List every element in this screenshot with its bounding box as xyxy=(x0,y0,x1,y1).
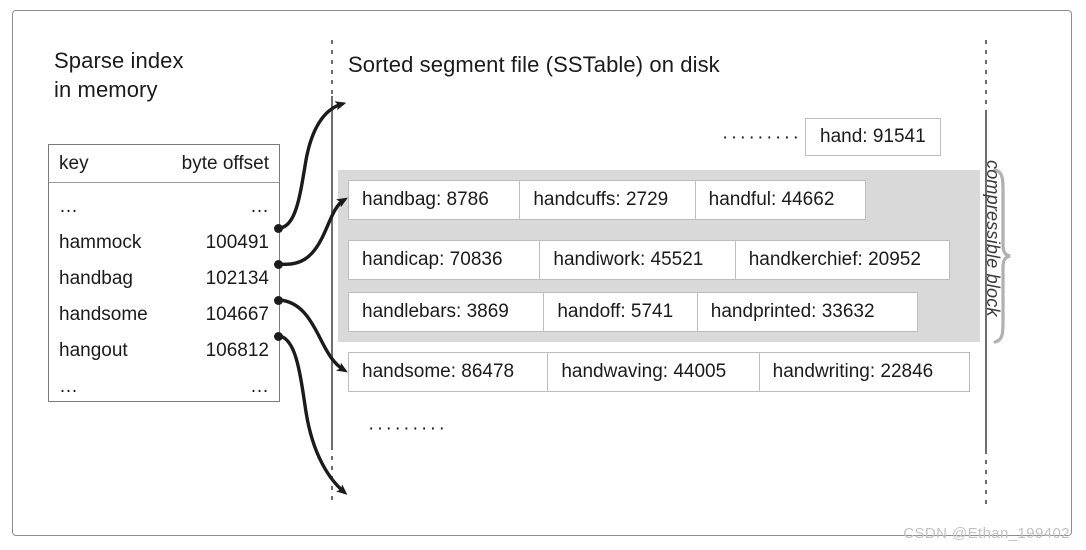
offset-anchor-hammock xyxy=(274,224,283,233)
column-header-key: key xyxy=(59,152,89,174)
cell-byte-offset: 102134 xyxy=(205,268,269,289)
offset-anchor-handbag xyxy=(274,260,283,269)
cell-byte-offset: 106812 xyxy=(205,340,269,361)
offset-anchor-hangout xyxy=(274,332,283,341)
sparse-index-title-line1: Sparse index xyxy=(54,48,184,73)
table-row: handbag 102134 xyxy=(49,261,279,297)
table-row: …… xyxy=(49,369,279,405)
cell-byte-offset: … xyxy=(250,376,269,397)
sparse-index-title: Sparse index in memory xyxy=(54,46,314,104)
offset-anchor-handsome xyxy=(274,296,283,305)
cell-key: … xyxy=(59,196,78,217)
cell-key: handbag xyxy=(59,268,133,289)
table-row: hangout 106812 xyxy=(49,333,279,369)
sstable-cell: handiwork: 45521 xyxy=(540,241,736,279)
cell-key: hammock xyxy=(59,232,142,253)
table-row: …… xyxy=(49,189,279,225)
cell-key: handsome xyxy=(59,304,148,325)
sstable-cell: handprinted: 33632 xyxy=(710,301,875,322)
sstable-cell: handsome: 86478 xyxy=(349,353,549,391)
cell-key: hangout xyxy=(59,340,128,361)
table-row: handsome 104667 xyxy=(49,297,279,333)
sstable-entry-hand: hand: 91541 xyxy=(805,118,941,156)
table-header-row: key byte offset xyxy=(49,145,279,183)
sstable-cell: handicap: 70836 xyxy=(349,241,541,279)
watermark: CSDN @Ethan_199402 xyxy=(903,525,1070,542)
table-row: hammock 100491 xyxy=(49,225,279,261)
bottom-ellipsis: ········· xyxy=(368,418,448,439)
sstable-cell: handwriting: 22846 xyxy=(772,361,934,382)
sstable-cell: handful: 44662 xyxy=(708,189,835,210)
top-ellipsis: ········· xyxy=(722,127,802,148)
sstable-cell: handcuffs: 2729 xyxy=(520,181,696,219)
sstable-cell: handoff: 5741 xyxy=(544,293,698,331)
sstable-cell: handwaving: 44005 xyxy=(548,353,760,391)
sstable-cell: handbag: 8786 xyxy=(349,181,521,219)
cell-byte-offset: 100491 xyxy=(205,232,269,253)
sparse-index-title-line2: in memory xyxy=(54,77,158,102)
sstable-cell: handkerchief: 20952 xyxy=(748,249,921,270)
sstable-title: Sorted segment file (SSTable) on disk xyxy=(348,52,720,77)
column-header-byte-offset: byte offset xyxy=(181,152,269,174)
compressible-block-label: compressible block xyxy=(983,160,1003,317)
sstable-cell: handlebars: 3869 xyxy=(349,293,545,331)
cell-byte-offset: 104667 xyxy=(205,304,269,325)
cell-key: … xyxy=(59,376,78,397)
cell-byte-offset: … xyxy=(250,196,269,217)
